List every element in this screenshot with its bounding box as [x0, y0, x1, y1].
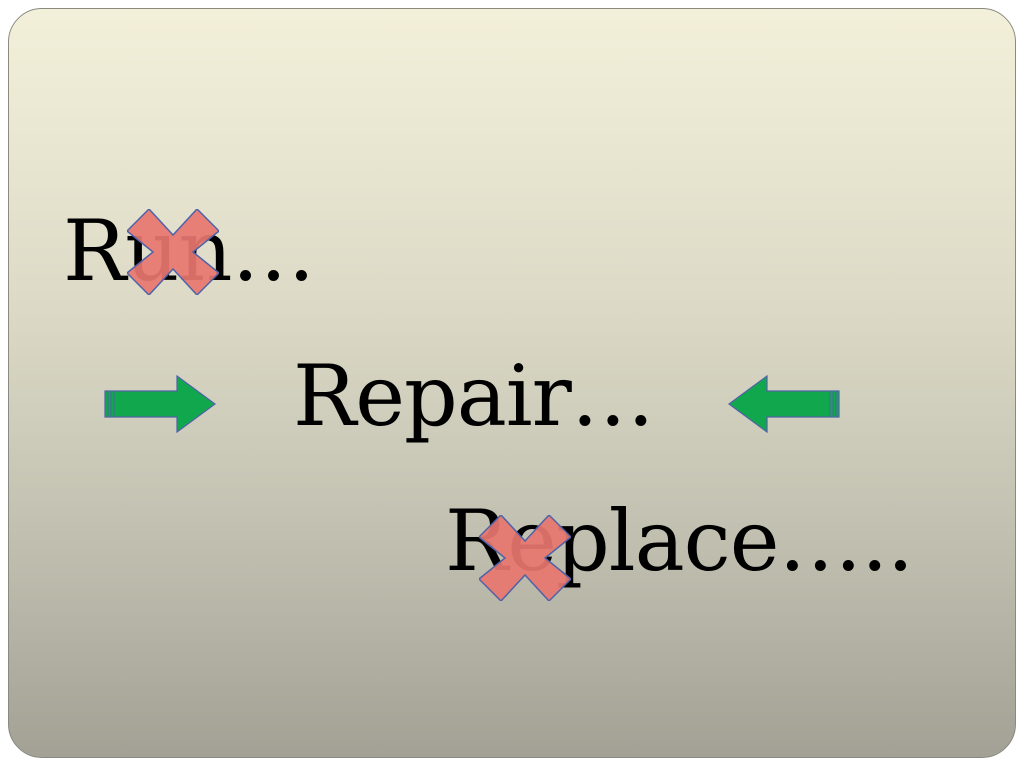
cross-mark-icon [479, 515, 571, 601]
word-repair: Repair… [293, 347, 655, 445]
cross-mark-icon [127, 209, 219, 295]
arrow-right-icon [104, 375, 217, 433]
arrow-left-icon [727, 375, 840, 433]
slide: Run… Repair… Replace….. [8, 8, 1016, 758]
